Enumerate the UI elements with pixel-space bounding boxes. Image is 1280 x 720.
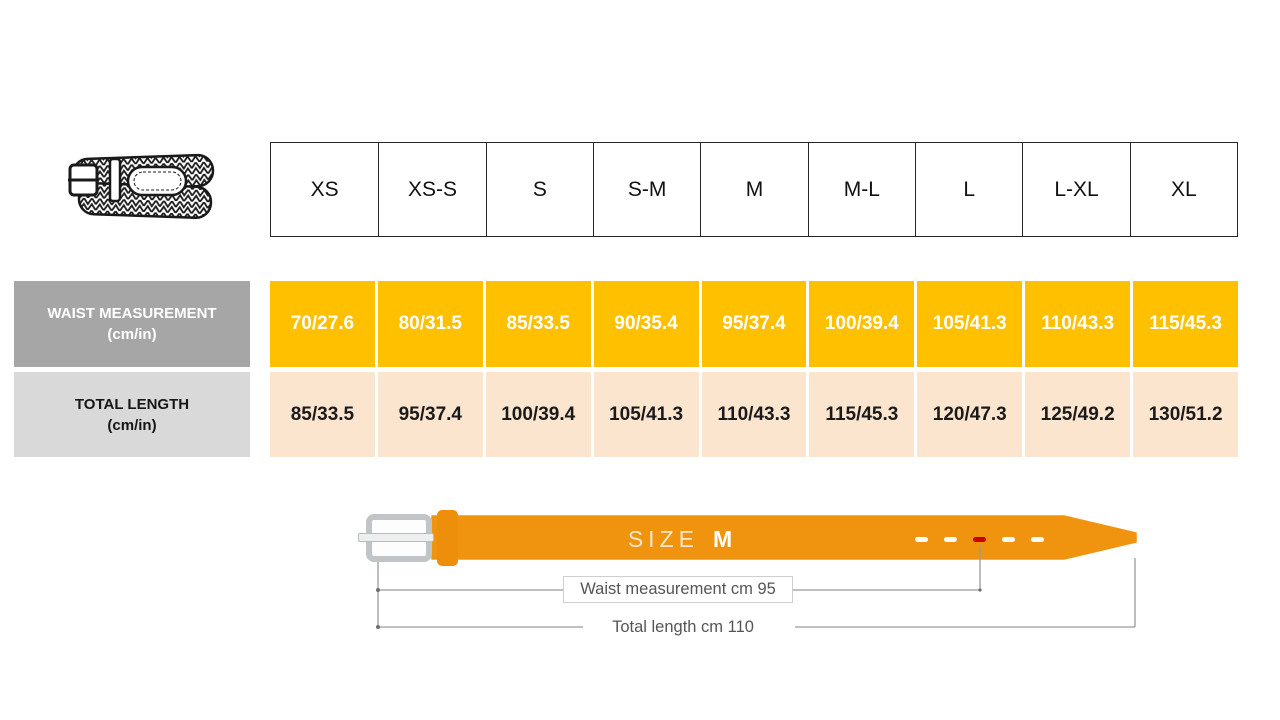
length-value-cell: 95/37.4 [377, 372, 483, 457]
length-value-cell: 130/51.2 [1133, 372, 1238, 457]
size-header-cell: S [485, 143, 593, 236]
size-word: SIZE [627, 525, 699, 552]
waist-value-cell: 110/43.3 [1025, 281, 1131, 367]
waist-value-cell: 80/31.5 [377, 281, 483, 367]
length-value-cell: 105/41.3 [593, 372, 699, 457]
length-label-unit: (cm/in) [107, 416, 157, 434]
size-header-cell: S-M [593, 143, 700, 236]
waist-measurement-label: WAIST MEASUREMENT (cm/in) [14, 281, 250, 367]
belt-keeper-loop [437, 510, 458, 566]
waist-value-cell: 100/39.4 [809, 281, 915, 367]
waist-label-unit: (cm/in) [107, 326, 157, 343]
waist-value-cell: 70/27.6 [270, 281, 375, 367]
waist-value-cell: 105/41.3 [917, 281, 1023, 367]
belt-hole [915, 537, 928, 542]
belt-size-text: SIZE M [560, 524, 800, 554]
size-header-cell: XL [1129, 143, 1237, 236]
waist-measurement-row: 70/27.6 80/31.5 85/33.5 90/35.4 95/37.4 … [270, 281, 1238, 367]
length-value-cell: 110/43.3 [701, 372, 807, 457]
belt-hole [1031, 537, 1044, 542]
size-header-cell: XS-S [378, 143, 485, 236]
buckle-prong [358, 533, 434, 542]
length-value-cell: 85/33.5 [270, 372, 375, 457]
length-annotation: Total length cm 110 [578, 616, 788, 638]
braided-belt-icon [68, 153, 215, 220]
belt-hole [944, 537, 957, 542]
belt-hole [1002, 537, 1015, 542]
length-label-text: TOTAL LENGTH [74, 395, 190, 413]
length-value-cell: 120/47.3 [917, 372, 1023, 457]
waist-value-cell: 115/45.3 [1133, 281, 1238, 367]
size-header-cell: L [915, 143, 1022, 236]
waist-value-cell: 95/37.4 [701, 281, 807, 367]
waist-value-cell: 90/35.4 [593, 281, 699, 367]
length-value-cell: 100/39.4 [485, 372, 591, 457]
total-length-row: 85/33.5 95/37.4 100/39.4 105/41.3 110/43… [270, 372, 1238, 457]
waist-annotation-text: Waist measurement cm 95 [580, 580, 776, 598]
size-header-row: XS XS-S S S-M M M-L L L-XL XL [270, 142, 1238, 237]
waist-value-cell: 85/33.5 [485, 281, 591, 367]
total-length-label: TOTAL LENGTH (cm/in) [14, 372, 250, 457]
size-header-cell: M [700, 143, 807, 236]
length-value-cell: 125/49.2 [1025, 372, 1131, 457]
size-header-cell: L-XL [1022, 143, 1129, 236]
size-header-cell: XS [310, 177, 339, 201]
size-header-cell: M-L [807, 143, 915, 236]
length-value-cell: 115/45.3 [809, 372, 915, 457]
belt-hole-active [973, 537, 986, 542]
waist-annotation-box: Waist measurement cm 95 [563, 576, 793, 603]
size-value: M [712, 525, 733, 552]
waist-label-text: WAIST MEASUREMENT [47, 305, 217, 322]
length-annotation-text: Total length cm 110 [612, 617, 754, 636]
